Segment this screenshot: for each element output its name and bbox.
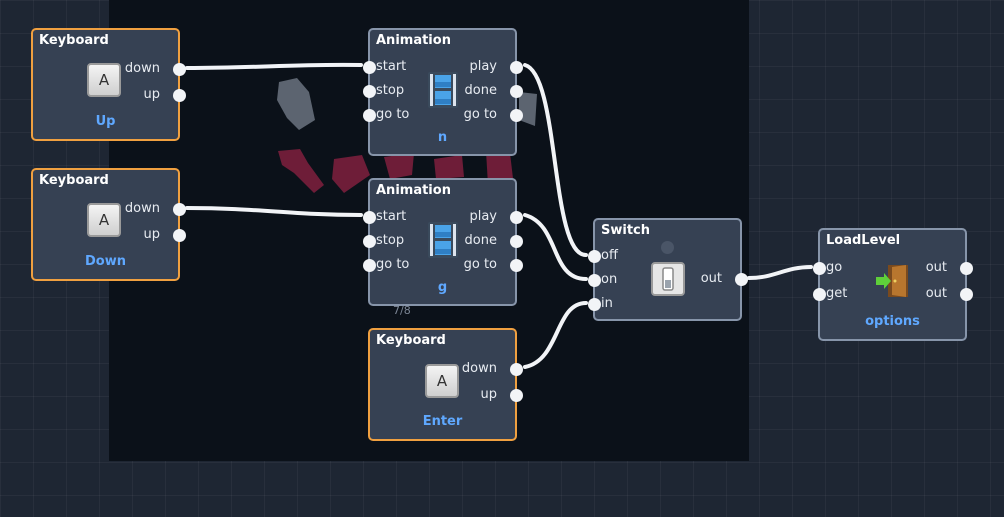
port-out-label: out [700,271,722,286]
port-up-label: up [143,87,161,102]
port-goto-out-label: go to [463,257,497,272]
port-stop-label: stop [376,233,405,248]
port-in-in[interactable] [588,298,601,311]
light-switch-icon [651,262,685,296]
port-up-out[interactable] [173,89,186,102]
port-down-out[interactable] [173,63,186,76]
port-done-label: done [464,233,497,248]
switch-node[interactable]: Switch off on in out [588,218,748,321]
port-goto-out-label: go to [463,107,497,122]
exit-door-icon [876,265,908,297]
port-down-label: down [461,361,497,376]
film-strip-icon [428,72,458,108]
port-start-label: start [376,209,407,224]
port-get-in[interactable] [813,288,826,301]
port-down-out[interactable] [173,203,186,216]
status-indicator [661,241,674,254]
wire-switch-out-to-loadlevel-go [747,265,813,280]
port-up-out[interactable] [173,229,186,242]
port-go-in[interactable] [813,262,826,275]
scene-counter: 7/8 [393,304,411,317]
port-stop-in[interactable] [363,235,376,248]
node-title: LoadLevel [826,233,901,248]
port-play-label: play [469,59,497,74]
key-name: Enter [422,414,463,429]
port-goto-label: go to [376,257,410,272]
port-up-label: up [143,227,161,242]
port-goto-in[interactable] [363,109,376,122]
keyboard-node-up[interactable]: Keyboard down up A Up [31,28,186,141]
port-out-2-label: out [925,286,947,301]
port-out-out[interactable] [735,273,748,286]
port-done-label: done [464,83,497,98]
port-out-label: out [925,260,947,275]
keyboard-node-enter[interactable]: Keyboard down up A Enter [368,328,523,441]
keyboard-key-icon: A [87,203,121,237]
loadlevel-node[interactable]: LoadLevel go get out out options [813,228,973,341]
port-on-in[interactable] [588,274,601,287]
port-done-out[interactable] [510,85,523,98]
port-down-out[interactable] [510,363,523,376]
node-title: Keyboard [376,333,446,348]
port-on-label: on [601,272,618,287]
node-title: Keyboard [39,33,109,48]
port-goto-in[interactable] [363,259,376,272]
port-off-in[interactable] [588,250,601,263]
port-start-label: start [376,59,407,74]
port-start-in[interactable] [363,211,376,224]
animation-name: n [437,130,448,145]
animation-name: g [437,280,448,295]
port-done-out[interactable] [510,235,523,248]
film-strip-icon [428,222,458,258]
keyboard-key-icon: A [87,63,121,97]
port-stop-in[interactable] [363,85,376,98]
animation-node-n[interactable]: Animation start stop go to play done go … [363,28,523,156]
port-in-label: in [601,296,613,311]
port-play-out[interactable] [510,61,523,74]
node-title: Switch [601,223,651,238]
port-play-out[interactable] [510,211,523,224]
port-off-label: off [601,248,618,263]
node-title: Animation [376,183,451,198]
port-goto-label: go to [376,107,410,122]
port-start-in[interactable] [363,61,376,74]
port-stop-label: stop [376,83,405,98]
port-up-label: up [480,387,498,402]
animation-node-g[interactable]: Animation start stop go to play done go … [363,178,523,306]
keyboard-key-icon: A [425,364,459,398]
port-out-out[interactable] [960,262,973,275]
port-go-label: go [826,260,843,275]
port-play-label: play [469,209,497,224]
level-name: options [865,314,920,329]
port-down-label: down [124,61,160,76]
port-get-label: get [826,286,848,301]
port-down-label: down [124,201,160,216]
port-goto-out[interactable] [510,109,523,122]
node-title: Keyboard [39,173,109,188]
key-name: Down [85,254,126,269]
port-out-2-out[interactable] [960,288,973,301]
keyboard-node-down[interactable]: Keyboard down up A Down [31,168,186,281]
key-name: Up [95,114,116,129]
node-title: Animation [376,33,451,48]
port-up-out[interactable] [510,389,523,402]
port-goto-out[interactable] [510,259,523,272]
